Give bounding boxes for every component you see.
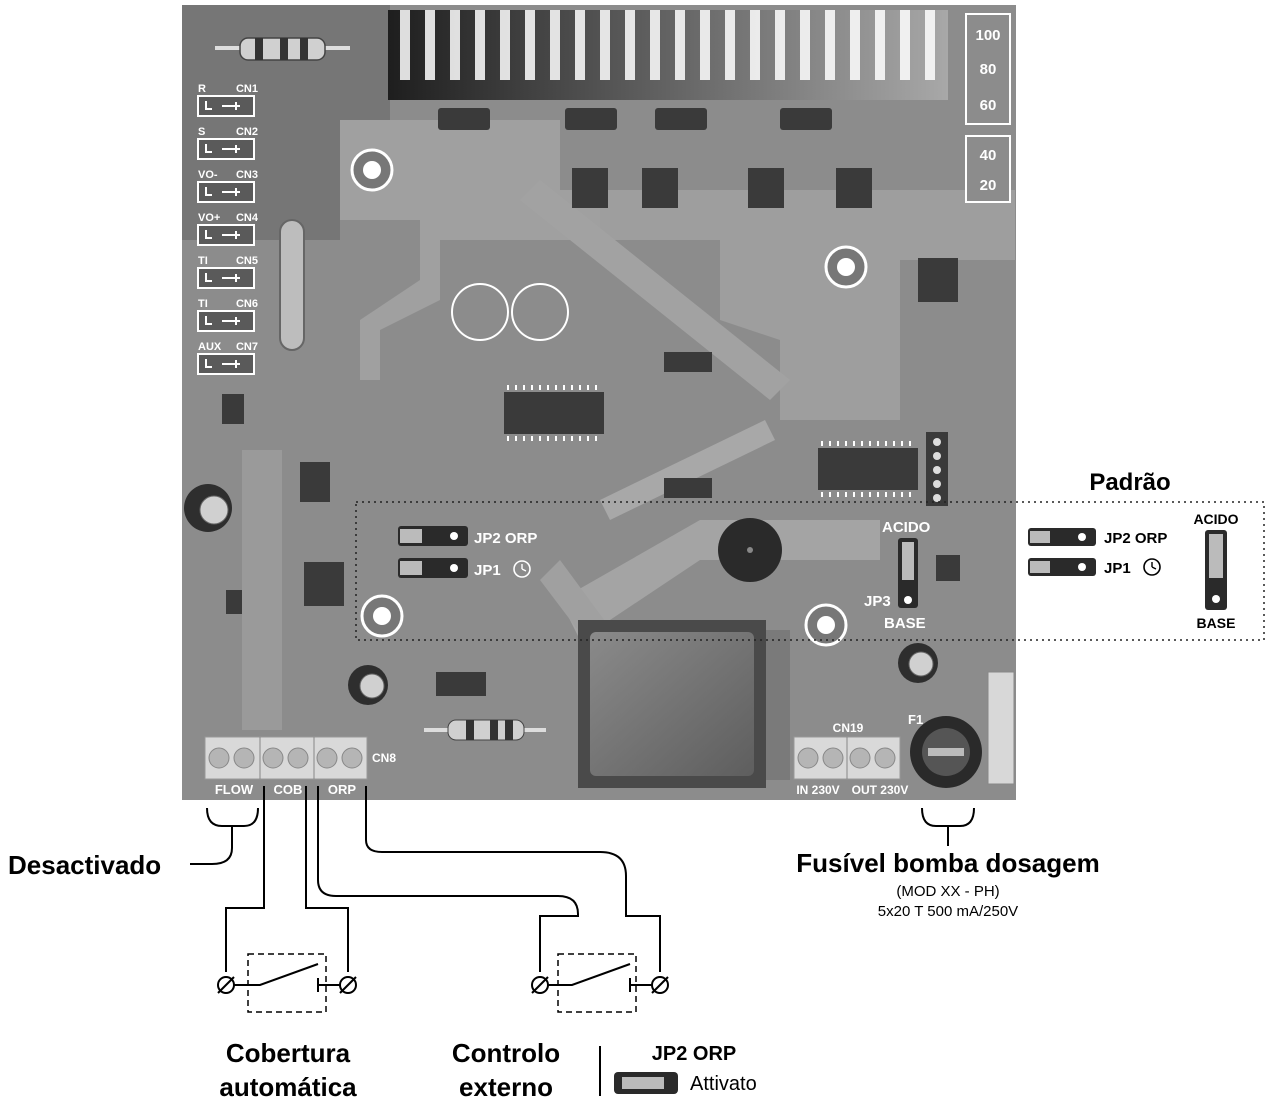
clock-icon (513, 560, 531, 578)
cn-connector-symbol (205, 230, 240, 239)
fusivel-title: Fusível bomba dosagem (796, 848, 1099, 878)
cn-id-label: CN7 (236, 341, 258, 353)
jp3-label: JP3 (864, 593, 891, 610)
cob-label: COB (274, 782, 303, 797)
padrao-base-label: BASE (1197, 615, 1236, 631)
jumpers-board: JP2 ORP JP1 ACIDO JP3 BASE (398, 519, 931, 632)
switch-cobertura (217, 953, 357, 1013)
cn-connector-symbol (205, 359, 240, 368)
controlo-line1: Controlo (452, 1038, 560, 1068)
fusivel-mod: (MOD XX - PH) (896, 883, 999, 900)
padrao-clock-icon (1143, 558, 1161, 576)
brackets (190, 807, 975, 865)
scale-60: 60 (980, 97, 997, 114)
scale-80: 80 (980, 61, 997, 78)
cn-id-label: CN4 (236, 212, 259, 224)
orp-label: ORP (328, 782, 357, 797)
in-230v-label: IN 230V (796, 783, 839, 797)
pin-header (926, 432, 948, 506)
terminal-cn19: CN19 IN 230V OUT 230V (793, 721, 909, 797)
fusivel-spec: 5x20 T 500 mA/250V (878, 903, 1018, 920)
scale-100: 100 (975, 27, 1000, 44)
scale-20: 20 (980, 177, 997, 194)
flow-label: FLOW (215, 782, 254, 797)
cn-connector-symbol (205, 101, 240, 110)
base-label: BASE (884, 615, 926, 632)
cn-name-label: S (198, 126, 205, 138)
jp2-orp-caption: JP2 ORP (652, 1043, 736, 1065)
fuse-f1: F1 (908, 671, 1015, 788)
padrao-acido-label: ACIDO (1193, 511, 1238, 527)
cobertura-line1: Cobertura (226, 1038, 351, 1068)
terminal-cn8: CN8 FLOW COB ORP (204, 736, 396, 797)
integrated-circuits (222, 168, 960, 696)
diode (424, 719, 546, 741)
cn-connector-symbol (205, 144, 240, 153)
cn-name-label: TI (198, 298, 208, 310)
cn-id-label: CN2 (236, 126, 258, 138)
cn-connector-symbol (205, 273, 240, 282)
wires (225, 786, 661, 972)
out-230v-label: OUT 230V (852, 783, 909, 797)
resistor-top (215, 37, 350, 61)
acido-label: ACIDO (882, 519, 931, 536)
cn-name-label: VO- (198, 169, 218, 181)
capacitor-outlines (451, 283, 569, 341)
transistors (438, 108, 832, 130)
cn-id-label: CN6 (236, 298, 258, 310)
f1-label: F1 (908, 712, 923, 727)
controlo-line2: externo (459, 1072, 553, 1102)
padrao-jp2-label: JP2 ORP (1104, 530, 1167, 547)
cn-connector-symbol (205, 187, 240, 196)
cn-connector-symbol (205, 316, 240, 325)
desactivado-label: Desactivado (8, 850, 161, 880)
screw-capacitors (184, 484, 938, 705)
switch-controlo (531, 953, 669, 1013)
cobertura-line2: automática (219, 1072, 357, 1102)
cn-name-label: VO+ (198, 212, 220, 224)
cn-name-label: TI (198, 255, 208, 267)
heatsink (388, 10, 948, 100)
padrao-jp1-label: JP1 (1104, 560, 1131, 577)
scale-40: 40 (980, 147, 997, 164)
padrao-legend: Padrão JP2 ORP JP1 ACIDO BASE (1028, 469, 1239, 631)
transformer (578, 620, 766, 788)
jp1-label: JP1 (474, 562, 501, 579)
jp2-orp-label: JP2 ORP (474, 530, 537, 547)
cn19-label: CN19 (833, 721, 864, 735)
cn-id-label: CN5 (236, 255, 258, 267)
cn-id-label: CN1 (236, 83, 258, 95)
attivato-label: Attivato (690, 1073, 757, 1095)
cn8-label: CN8 (372, 751, 396, 765)
crystal (279, 219, 305, 351)
cn-name-label: AUX (198, 341, 222, 353)
jumper-region-outline (355, 501, 1265, 641)
padrao-title: Padrão (1089, 469, 1170, 496)
scale-box: 100 80 60 40 20 (965, 13, 1011, 203)
cn-id-label: CN3 (236, 169, 258, 181)
cn-name-label: R (198, 83, 206, 95)
